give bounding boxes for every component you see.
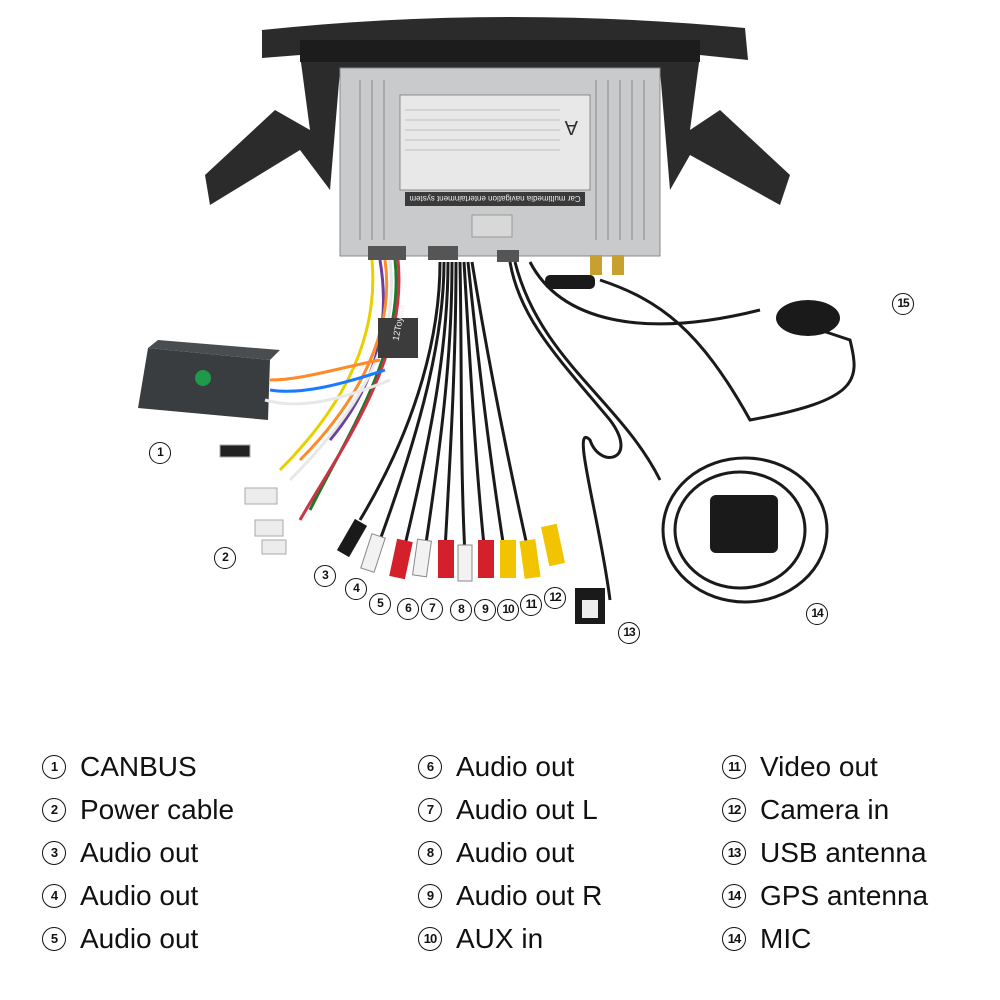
legend-number: 4 bbox=[42, 883, 66, 908]
legend-item: 12 Camera in bbox=[722, 788, 928, 831]
legend-item: 13 USB antenna bbox=[722, 831, 928, 874]
legend-label: AUX in bbox=[456, 922, 544, 954]
callout-8: 8 bbox=[450, 599, 472, 621]
legend-item: 1 CANBUS bbox=[42, 745, 234, 788]
callout-11: 11 bbox=[520, 594, 542, 616]
product-photo: A Car multimedia navigation entertainmen… bbox=[138, 16, 856, 624]
legend-item: 2 Power cable bbox=[42, 788, 234, 831]
mic bbox=[776, 300, 840, 336]
harness-tag bbox=[378, 318, 418, 358]
legend-label: Audio out bbox=[456, 750, 575, 782]
callout-14: 14 bbox=[806, 603, 828, 625]
legend-number: 14 bbox=[722, 883, 746, 908]
callout-2: 2 bbox=[214, 547, 236, 569]
callout-1: 1 bbox=[149, 442, 171, 464]
legend-number: 1 bbox=[42, 754, 66, 779]
legend-label: GPS antenna bbox=[760, 879, 929, 911]
legend-label: MIC bbox=[760, 922, 812, 954]
legend-item: 3 Audio out bbox=[42, 831, 234, 874]
power-plugs bbox=[219, 444, 287, 555]
canbus-box bbox=[138, 340, 280, 420]
antenna-mount bbox=[545, 255, 624, 289]
legend-label: Audio out bbox=[80, 836, 199, 868]
legend-item: 10 AUX in bbox=[418, 917, 602, 960]
legend-column-3: 11 Video out 12 Camera in 13 USB antenna 14… bbox=[722, 745, 928, 960]
callout-3: 3 bbox=[314, 565, 336, 587]
power-harness bbox=[264, 259, 401, 521]
legend-item: 11 Video out bbox=[722, 745, 928, 788]
legend-number: 14 bbox=[722, 926, 746, 951]
legend-number: 10 bbox=[418, 926, 442, 951]
callout-15: 15 bbox=[892, 293, 914, 315]
legend-number: 11 bbox=[722, 754, 746, 779]
legend-label: Audio out bbox=[456, 836, 575, 868]
usb-connector bbox=[575, 588, 605, 624]
unit-label-strip: Car multimedia navigation entertainment … bbox=[409, 194, 581, 203]
callout-4: 4 bbox=[345, 578, 367, 600]
legend-item: 5 Audio out bbox=[42, 917, 234, 960]
legend-item: 14 GPS antenna bbox=[722, 874, 928, 917]
legend-number: 6 bbox=[418, 754, 442, 779]
callout-6: 6 bbox=[397, 598, 419, 620]
legend-number: 2 bbox=[42, 797, 66, 822]
legend-label: Video out bbox=[760, 750, 878, 782]
legend-label: CANBUS bbox=[80, 750, 197, 782]
legend-label: Audio out bbox=[80, 879, 199, 911]
legend-item: 6 Audio out bbox=[418, 745, 602, 788]
legend-label: Audio out R bbox=[456, 879, 603, 911]
rca-bundle bbox=[358, 261, 530, 556]
antenna-cables bbox=[508, 261, 856, 604]
legend-number: 13 bbox=[722, 840, 746, 865]
legend-label: Camera in bbox=[760, 793, 890, 825]
head-unit: A Car multimedia navigation entertainmen… bbox=[339, 67, 661, 262]
rca-connectors bbox=[336, 518, 565, 582]
legend-label: Audio out bbox=[80, 922, 199, 954]
callout-12: 12 bbox=[544, 587, 566, 609]
legend-number: 7 bbox=[418, 797, 442, 822]
legend-item: 4 Audio out bbox=[42, 874, 234, 917]
legend-number: 8 bbox=[418, 840, 442, 865]
callout-13: 13 bbox=[618, 622, 640, 644]
callout-9: 9 bbox=[474, 599, 496, 621]
mounting-frame bbox=[205, 16, 790, 205]
legend-label: USB antenna bbox=[760, 836, 927, 868]
callout-7: 7 bbox=[421, 598, 443, 620]
legend-item: 8 Audio out bbox=[418, 831, 602, 874]
gps-puck bbox=[710, 495, 778, 553]
legend-number: 5 bbox=[42, 926, 66, 951]
legend-item: 7 Audio out L bbox=[418, 788, 602, 831]
callout-5: 5 bbox=[369, 593, 391, 615]
legend-item: 14 MIC bbox=[722, 917, 928, 960]
legend-label: Audio out L bbox=[456, 793, 598, 825]
legend-label: Power cable bbox=[80, 793, 235, 825]
callout-10: 10 bbox=[497, 599, 519, 621]
legend-number: 12 bbox=[722, 797, 746, 822]
legend-number: 3 bbox=[42, 840, 66, 865]
plate-letter: A bbox=[564, 116, 578, 138]
legend-number: 9 bbox=[418, 883, 442, 908]
legend-item: 9 Audio out R bbox=[418, 874, 602, 917]
